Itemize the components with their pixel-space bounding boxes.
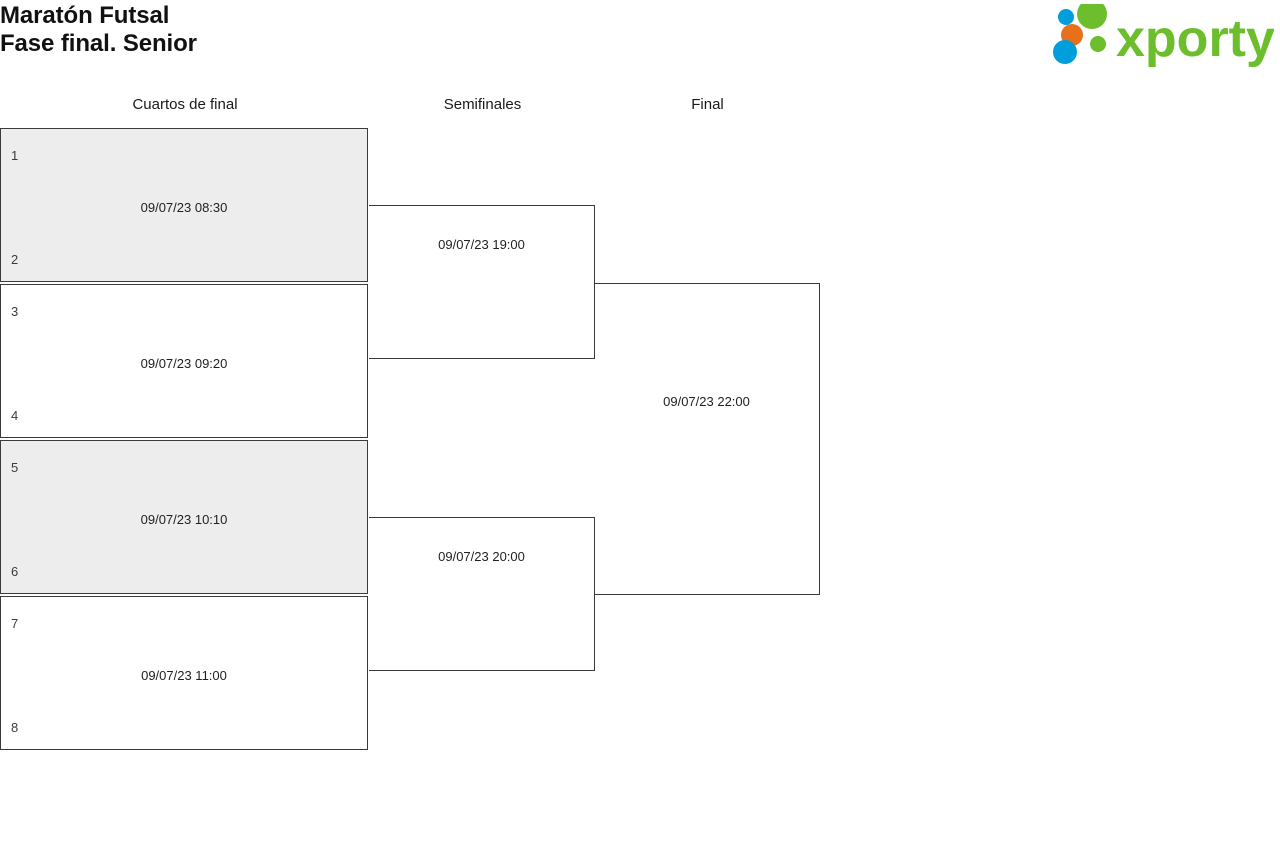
svg-text:xporty: xporty: [1116, 10, 1274, 68]
tournament-bracket: 1 09/07/23 08:30 2 3 09/07/23 09:20 4 5 …: [0, 128, 1280, 768]
match-slot-bottom: 8: [11, 720, 19, 735]
xporty-logo: xporty: [1050, 4, 1274, 70]
match-slot-top: 1: [11, 148, 19, 163]
match-datetime: 09/07/23 11:00: [141, 668, 227, 683]
match-slot-top: 7: [11, 616, 19, 631]
match-slot-top: 3: [11, 304, 19, 319]
title-block: Maratón Futsal Fase final. Senior: [0, 2, 197, 59]
match-slot-bottom: 2: [11, 252, 19, 267]
match-card-sf-2[interactable]: 09/07/23 20:00: [369, 517, 595, 671]
round-header-quarterfinals: Cuartos de final: [132, 96, 238, 113]
logo-dots-icon: [1053, 4, 1107, 64]
match-datetime: 09/07/23 08:30: [140, 200, 228, 215]
match-datetime: 09/07/23 09:20: [140, 356, 228, 371]
match-card-sf-1[interactable]: 09/07/23 19:00: [369, 205, 595, 359]
match-datetime: 09/07/23 10:10: [140, 512, 228, 527]
match-datetime: 09/07/23 20:00: [438, 549, 525, 564]
match-card-qf-3[interactable]: 5 09/07/23 10:10 6: [0, 440, 368, 594]
page-header: Maratón Futsal Fase final. Senior xporty: [0, 0, 1280, 90]
match-datetime: 09/07/23 19:00: [438, 237, 525, 252]
match-slot-bottom: 6: [11, 564, 19, 579]
tournament-phase: Fase final. Senior: [0, 30, 197, 58]
match-slot-top: 5: [11, 460, 19, 475]
match-card-final[interactable]: 09/07/23 22:00: [594, 283, 820, 595]
match-slot-bottom: 4: [11, 408, 19, 423]
tournament-name: Maratón Futsal: [0, 2, 170, 29]
match-card-qf-2[interactable]: 3 09/07/23 09:20 4: [0, 284, 368, 438]
logo-wordmark: xporty: [1116, 10, 1274, 68]
round-header-semifinals: Semifinales: [443, 96, 522, 113]
round-header-final: Final: [691, 96, 724, 113]
match-card-qf-1[interactable]: 1 09/07/23 08:30 2: [0, 128, 368, 282]
match-card-qf-4[interactable]: 7 09/07/23 11:00 8: [0, 596, 368, 750]
match-datetime: 09/07/23 22:00: [663, 394, 750, 409]
